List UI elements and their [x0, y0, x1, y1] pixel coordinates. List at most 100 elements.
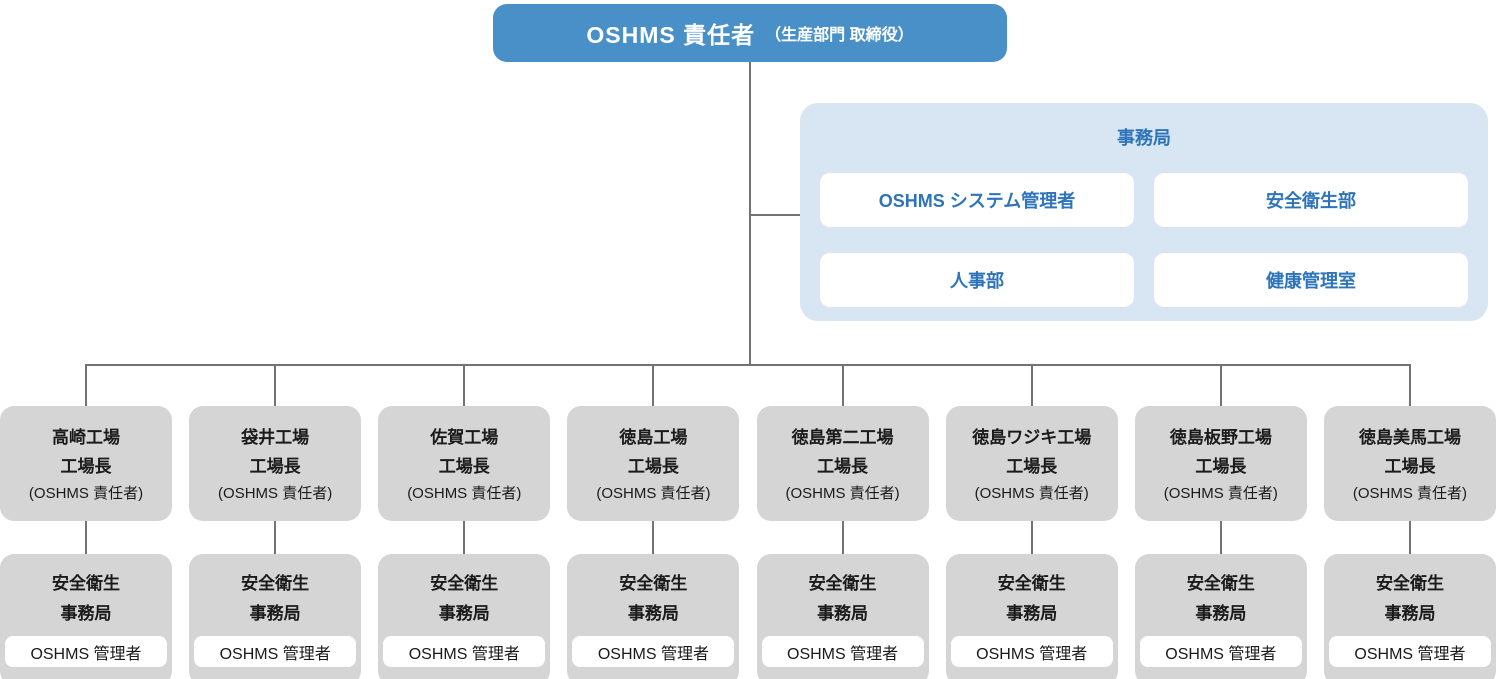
factory-column-tokushima-mima: 徳島美馬工場 工場長 (OSHMS 責任者) 安全衛生 事務局 OSHMS 管理…	[1323, 364, 1496, 679]
connector-drop	[1219, 364, 1222, 406]
factory-name: 徳島美馬工場	[1358, 427, 1461, 447]
factory-node: 徳島美馬工場 工場長 (OSHMS 責任者)	[1323, 406, 1496, 521]
connector-office	[463, 521, 466, 554]
office-label-line2: 事務局	[1195, 604, 1247, 623]
factory-column-fukuroi: 袋井工場 工場長 (OSHMS 責任者) 安全衛生 事務局 OSHMS 管理者	[189, 364, 362, 679]
office-label-line2: 事務局	[627, 604, 679, 623]
factory-column-takasaki: 高崎工場 工場長 (OSHMS 責任者) 安全衛生 事務局 OSHMS 管理者	[0, 364, 172, 679]
factory-node: 佐賀工場 工場長 (OSHMS 責任者)	[378, 406, 551, 521]
factory-node: 徳島板野工場 工場長 (OSHMS 責任者)	[1134, 406, 1307, 521]
factory-head: 工場長	[817, 456, 869, 476]
connector-trunk	[749, 62, 751, 366]
manager-node: OSHMS 管理者	[5, 636, 167, 667]
factory-column-tokushima-daini: 徳島第二工場 工場長 (OSHMS 責任者) 安全衛生 事務局 OSHMS 管理…	[756, 364, 929, 679]
office-label-line2: 事務局	[438, 604, 490, 623]
factory-name: 徳島板野工場	[1169, 427, 1272, 447]
connector-office	[1408, 521, 1411, 554]
office-label-line2: 事務局	[1006, 604, 1058, 623]
factory-name: 佐賀工場	[430, 427, 499, 447]
factory-column-tokushima: 徳島工場 工場長 (OSHMS 責任者) 安全衛生 事務局 OSHMS 管理者	[567, 364, 740, 679]
factory-column-tokushima-itano: 徳島板野工場 工場長 (OSHMS 責任者) 安全衛生 事務局 OSHMS 管理…	[1134, 364, 1307, 679]
office-node: 安全衛生 事務局 OSHMS 管理者	[1134, 554, 1307, 679]
connector-office	[274, 521, 277, 554]
factory-note: (OSHMS 責任者)	[1352, 484, 1468, 502]
factory-columns: 高崎工場 工場長 (OSHMS 責任者) 安全衛生 事務局 OSHMS 管理者 …	[0, 364, 1496, 679]
office-label-line2: 事務局	[249, 604, 301, 623]
root-subtitle: （生産部門 取締役）	[765, 27, 914, 44]
office-label-line1: 安全衛生	[241, 574, 310, 593]
factory-name: 袋井工場	[241, 427, 310, 447]
factory-note: (OSHMS 責任者)	[28, 484, 144, 502]
connector-distribution-bar	[86, 364, 1410, 366]
factory-name: 徳島ワジキ工場	[972, 427, 1092, 447]
factory-name: 高崎工場	[52, 427, 120, 447]
connector-office	[1219, 521, 1222, 554]
connector-drop	[463, 364, 466, 406]
root-node: OSHMS 責任者 （生産部門 取締役）	[493, 4, 1007, 62]
office-node: 安全衛生 事務局 OSHMS 管理者	[0, 554, 172, 679]
factory-name: 徳島第二工場	[791, 427, 894, 447]
factory-note: (OSHMS 責任者)	[974, 484, 1089, 502]
factory-note: (OSHMS 責任者)	[785, 484, 900, 502]
factory-head: 工場長	[1384, 456, 1436, 476]
office-label-line1: 安全衛生	[1375, 574, 1444, 593]
office-label-line1: 安全衛生	[619, 574, 688, 593]
office-node: 安全衛生 事務局 OSHMS 管理者	[1323, 554, 1496, 679]
factory-head: 工場長	[1195, 456, 1247, 476]
factory-head: 工場長	[249, 456, 301, 476]
factory-head: 工場長	[60, 456, 112, 476]
connector-secretariat-branch	[751, 214, 800, 216]
root-title: OSHMS 責任者	[586, 22, 756, 48]
factory-note: (OSHMS 責任者)	[407, 484, 522, 502]
factory-node: 徳島工場 工場長 (OSHMS 責任者)	[567, 406, 740, 521]
office-label-line2: 事務局	[1384, 604, 1436, 623]
factory-head: 工場長	[627, 456, 679, 476]
factory-node: 徳島ワジキ工場 工場長 (OSHMS 責任者)	[945, 406, 1118, 521]
connector-office	[841, 521, 844, 554]
manager-node: OSHMS 管理者	[383, 636, 546, 667]
secretariat-member-health-office: 健康管理室	[1154, 253, 1468, 307]
factory-note: (OSHMS 責任者)	[596, 484, 711, 502]
connector-drop	[841, 364, 844, 406]
secretariat-member-hr-dept: 人事部	[820, 253, 1134, 307]
connector-drop	[274, 364, 277, 406]
manager-node: OSHMS 管理者	[572, 636, 735, 667]
manager-node: OSHMS 管理者	[761, 636, 924, 667]
connector-drop	[1030, 364, 1033, 406]
secretariat-member-safety-health-dept: 安全衛生部	[1154, 173, 1468, 227]
connector-office	[85, 521, 87, 554]
office-label-line1: 安全衛生	[52, 574, 120, 593]
secretariat-grid: OSHMS システム管理者 安全衛生部 人事部 健康管理室	[820, 173, 1468, 307]
connector-office	[1030, 521, 1033, 554]
secretariat-panel: 事務局 OSHMS システム管理者 安全衛生部 人事部 健康管理室	[800, 103, 1488, 321]
manager-node: OSHMS 管理者	[950, 636, 1113, 667]
factory-head: 工場長	[438, 456, 490, 476]
office-node: 安全衛生 事務局 OSHMS 管理者	[945, 554, 1118, 679]
manager-node: OSHMS 管理者	[1328, 636, 1491, 667]
factory-node: 袋井工場 工場長 (OSHMS 責任者)	[189, 406, 362, 521]
connector-drop	[85, 364, 87, 406]
factory-name: 徳島工場	[619, 427, 688, 447]
office-node: 安全衛生 事務局 OSHMS 管理者	[567, 554, 740, 679]
factory-node: 高崎工場 工場長 (OSHMS 責任者)	[0, 406, 172, 521]
manager-node: OSHMS 管理者	[1139, 636, 1302, 667]
factory-note: (OSHMS 責任者)	[1163, 484, 1278, 502]
factory-note: (OSHMS 責任者)	[218, 484, 333, 502]
secretariat-title: 事務局	[1117, 128, 1171, 148]
connector-drop	[1408, 364, 1411, 406]
office-label-line1: 安全衛生	[808, 574, 877, 593]
office-label-line2: 事務局	[817, 604, 869, 623]
factory-node: 徳島第二工場 工場長 (OSHMS 責任者)	[756, 406, 929, 521]
factory-column-saga: 佐賀工場 工場長 (OSHMS 責任者) 安全衛生 事務局 OSHMS 管理者	[378, 364, 551, 679]
factory-head: 工場長	[1006, 456, 1058, 476]
office-node: 安全衛生 事務局 OSHMS 管理者	[189, 554, 362, 679]
factory-column-tokushima-wajiki: 徳島ワジキ工場 工場長 (OSHMS 責任者) 安全衛生 事務局 OSHMS 管…	[945, 364, 1118, 679]
connector-drop	[652, 364, 655, 406]
connector-office	[652, 521, 655, 554]
office-label-line1: 安全衛生	[1186, 574, 1255, 593]
manager-node: OSHMS 管理者	[194, 636, 357, 667]
secretariat-member-system-admin: OSHMS システム管理者	[820, 173, 1134, 227]
office-label-line2: 事務局	[60, 604, 112, 623]
office-node: 安全衛生 事務局 OSHMS 管理者	[756, 554, 929, 679]
